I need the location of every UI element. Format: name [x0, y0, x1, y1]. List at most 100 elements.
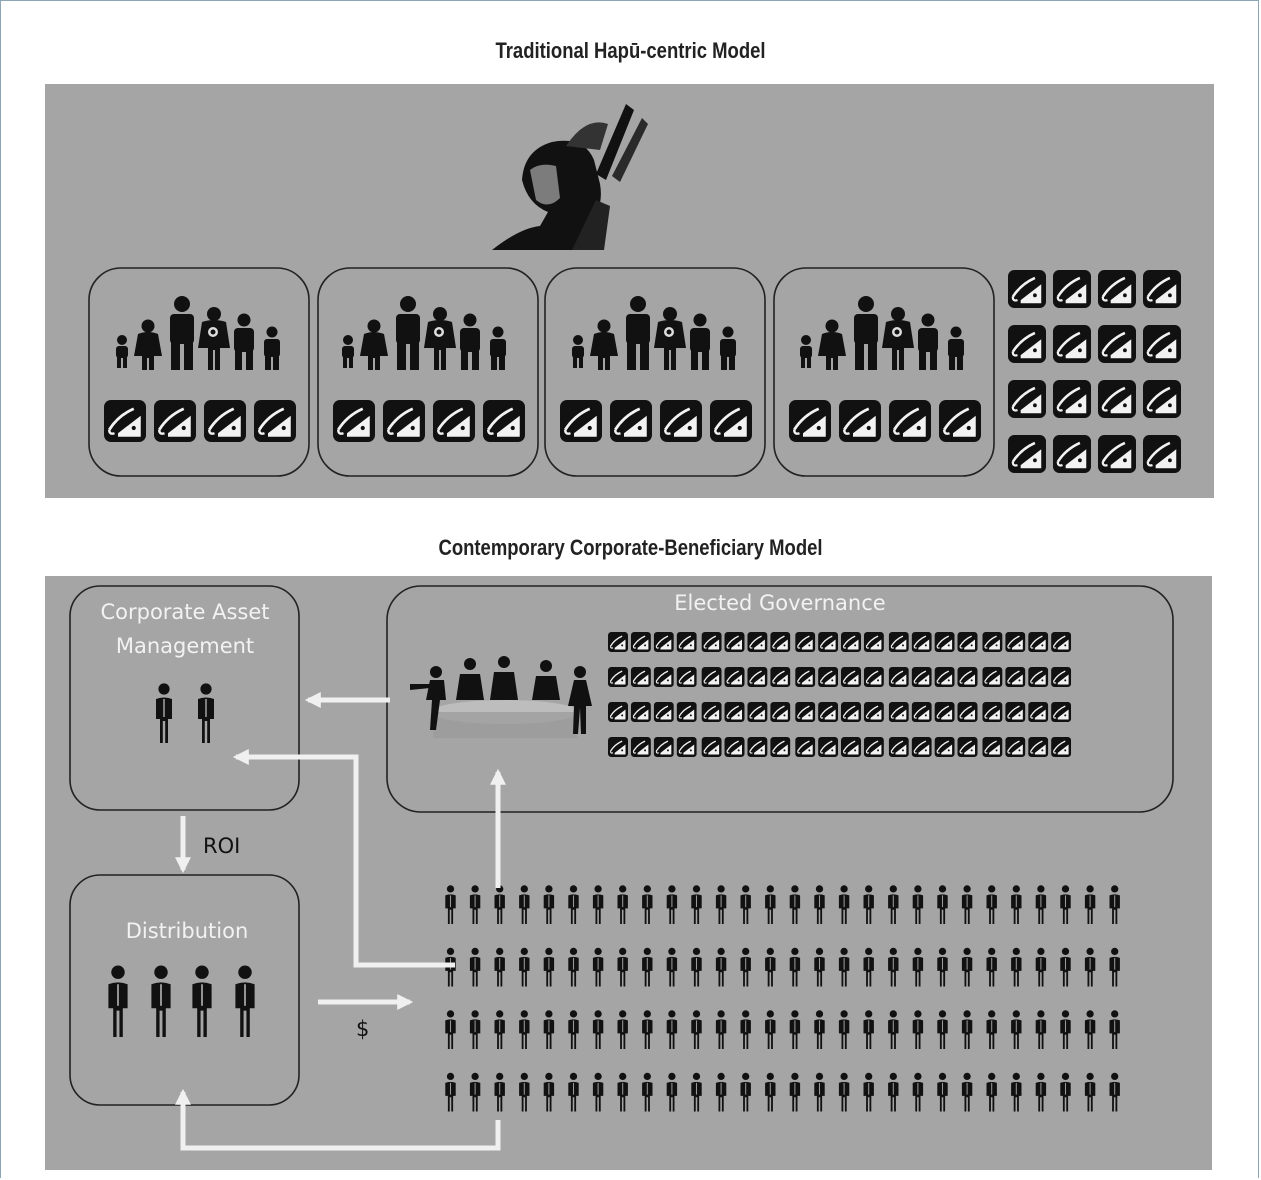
corporate-asset-management-box: Corporate Asset Management: [69, 585, 300, 811]
fishing-hook-icon: [1008, 325, 1046, 363]
fishing-hook-icon: [724, 702, 745, 722]
family-box-4: [773, 267, 995, 477]
fishing-hook-icon: [863, 702, 884, 722]
fishing-hook-icon: [795, 667, 816, 687]
family-box-3: [544, 267, 766, 477]
fishing-hook-icon: [710, 400, 752, 442]
family-box-2: [317, 267, 539, 477]
fishing-hook-icon: [911, 737, 932, 757]
fishing-hook-icon: [653, 667, 674, 687]
fishing-hook-icon: [676, 632, 697, 652]
fishing-hook-icon: [747, 632, 768, 652]
fishing-hook-icon: [608, 667, 628, 687]
fishing-hook-icon: [818, 737, 839, 757]
fishing-hook-icon: [1051, 667, 1072, 687]
fishing-hook-icon: [747, 702, 768, 722]
fishing-hook-icon: [333, 400, 375, 442]
fishing-hook-icon: [770, 632, 791, 652]
fishing-hook-icon: [888, 667, 909, 687]
fishing-hook-icon: [957, 667, 978, 687]
fishing-hook-icon: [1098, 270, 1136, 308]
fishing-hook-icon: [483, 400, 525, 442]
fishing-hook-icon: [795, 737, 816, 757]
fishing-hook-icon: [1098, 435, 1136, 473]
fishing-hook-icon: [630, 737, 651, 757]
fishing-hook-icon: [1005, 667, 1026, 687]
fishing-hook-icon: [1143, 435, 1181, 473]
fishing-hook-icon: [1053, 380, 1091, 418]
fishing-hook-icon: [770, 667, 791, 687]
fishing-hook-icon: [839, 400, 881, 442]
fishing-hook-icon: [863, 632, 884, 652]
fishing-hook-icon: [934, 702, 955, 722]
traditional-model-title: Traditional Hapū-centric Model: [495, 38, 766, 63]
roi-label: ROI: [203, 834, 240, 858]
fishing-hook-icon: [1005, 702, 1026, 722]
fishing-hook-icon: [433, 400, 475, 442]
fishing-hook-icon: [1143, 325, 1181, 363]
fishing-hook-icon: [747, 667, 768, 687]
fishing-hook-icon: [770, 702, 791, 722]
fishing-hook-icon: [1143, 270, 1181, 308]
warrior-chief-icon: [492, 104, 648, 250]
fishing-hook-icon: [1008, 380, 1046, 418]
fishing-hook-icon: [770, 737, 791, 757]
contemporary-panel: [45, 576, 1212, 1170]
fishing-hook-icon: [911, 632, 932, 652]
fishing-hook-icon: [653, 737, 674, 757]
fishing-hook-icon: [795, 632, 816, 652]
fishing-hook-icon: [701, 632, 722, 652]
fishing-hook-icon: [789, 400, 831, 442]
fishing-hook-icon: [676, 667, 697, 687]
fishing-hook-icon: [818, 702, 839, 722]
fishing-hook-icon: [957, 702, 978, 722]
fishing-hook-icon: [982, 702, 1003, 722]
fishing-hook-icon: [1028, 702, 1049, 722]
fishing-hook-icon: [818, 667, 839, 687]
fishing-hook-icon: [888, 632, 909, 652]
fishing-hook-icon: [653, 702, 674, 722]
beneficiaries-to-distribution-arrow: [174, 1088, 501, 1151]
fishing-hook-icon: [911, 667, 932, 687]
fishing-hook-icon: [863, 667, 884, 687]
fishing-hook-icon: [724, 737, 745, 757]
fishing-hook-icon: [1005, 632, 1026, 652]
fishing-hook-icon: [939, 400, 981, 442]
fishing-hook-icon: [608, 737, 628, 757]
fishing-hook-icon: [1028, 667, 1049, 687]
flow-arrows: [174, 691, 507, 1151]
fishing-hook-icon: [1028, 632, 1049, 652]
fishing-hook-icon: [1008, 270, 1046, 308]
fishing-hook-icon: [608, 632, 628, 652]
fishing-hook-icon: [1051, 702, 1072, 722]
corporate-title-line2: Management: [116, 634, 254, 658]
fishing-hook-icon: [934, 737, 955, 757]
fishing-hook-icon: [676, 737, 697, 757]
fishing-hook-icon: [934, 667, 955, 687]
dollar-label: $: [356, 1017, 369, 1041]
fishing-hook-icon: [630, 702, 651, 722]
fishing-hook-icon: [1051, 632, 1072, 652]
fishing-hook-icon: [1051, 737, 1072, 757]
fishing-hook-icon: [957, 632, 978, 652]
fishing-hook-icon: [911, 702, 932, 722]
fishing-hook-icon: [104, 400, 146, 442]
fishing-hook-icon: [660, 400, 702, 442]
fishing-hook-icon: [841, 667, 861, 687]
fishing-hook-icon: [982, 667, 1003, 687]
fishing-hook-icon: [1053, 435, 1091, 473]
fishing-hook-icon: [889, 400, 931, 442]
beneficiaries-to-corporate-arrow: [232, 748, 455, 968]
fishing-hook-icon: [1053, 325, 1091, 363]
fishing-hook-icon: [747, 737, 768, 757]
fishing-hook-icon: [982, 737, 1003, 757]
fishing-hook-icon: [888, 702, 909, 722]
fishing-hook-icon: [795, 702, 816, 722]
fishing-hook-icon: [204, 400, 246, 442]
fishing-hook-icon: [724, 667, 745, 687]
family-box-1: [88, 267, 310, 477]
fishing-hook-icon: [1098, 325, 1136, 363]
fishing-hook-icon: [701, 667, 722, 687]
